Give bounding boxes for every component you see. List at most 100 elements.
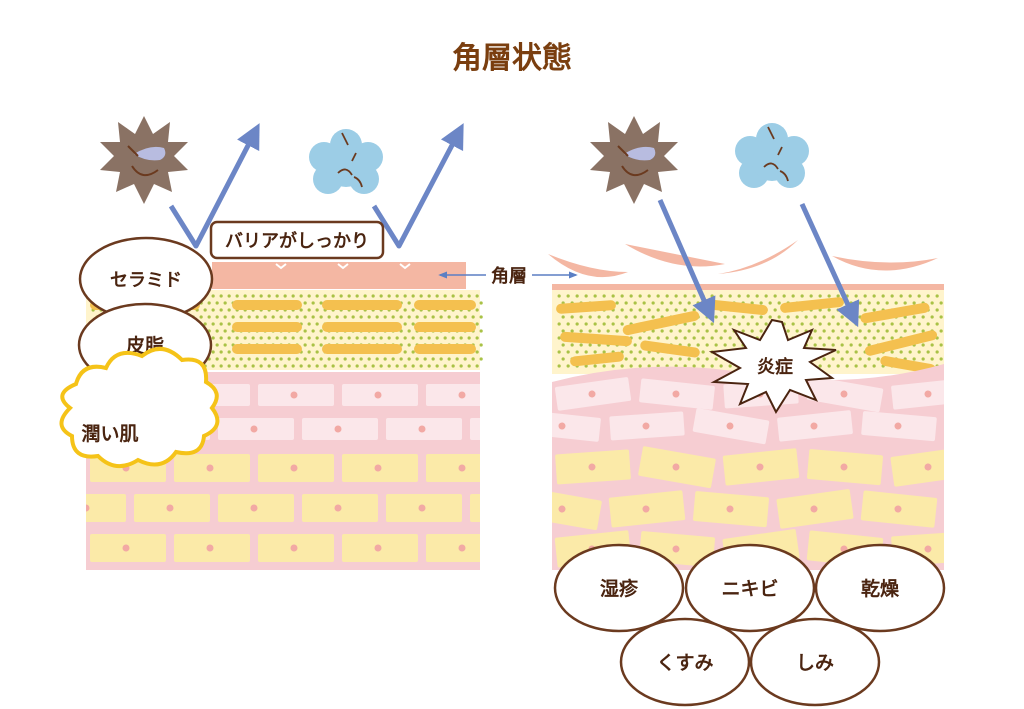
lipid-dot	[777, 315, 781, 319]
lipid-dot	[215, 301, 219, 305]
problem-oval-spots	[749, 617, 881, 707]
lipid-dot	[467, 336, 471, 340]
lipid-dot	[375, 357, 379, 361]
lipid-dot	[211, 336, 215, 340]
lipid-dot	[723, 315, 727, 319]
lipid-dot	[863, 364, 867, 368]
lipid-bar	[864, 330, 938, 356]
lipid-dot	[319, 301, 323, 305]
lipid-dot	[199, 315, 203, 319]
skin-cell	[776, 489, 854, 529]
lipid-dot	[606, 329, 610, 333]
lipid-dot	[620, 308, 624, 312]
lipid-dot	[291, 364, 295, 368]
germ-blue-right	[735, 123, 809, 188]
lipid-dot	[786, 315, 790, 319]
lipid-dot	[211, 322, 215, 326]
lipid-dot	[908, 294, 912, 298]
lipid-dot	[750, 329, 754, 333]
cell-nucleus	[122, 544, 130, 552]
lipid-dot	[836, 322, 840, 326]
lipid-dot	[822, 343, 826, 347]
lipid-dot	[299, 308, 303, 312]
lipid-dot	[822, 329, 826, 333]
lipid-dot	[263, 357, 267, 361]
lipid-dot	[930, 357, 934, 361]
lipid-dot	[831, 343, 835, 347]
lipid-dot	[692, 336, 696, 340]
lipid-dot	[215, 357, 219, 361]
lipid-dot	[858, 301, 862, 305]
lipid-dot	[283, 336, 287, 340]
lipid-dot	[479, 315, 483, 319]
lipid-dot	[267, 364, 271, 368]
lipid-dot	[872, 294, 876, 298]
lipid-dot	[714, 315, 718, 319]
lipid-dot	[557, 322, 561, 326]
lipid-dot	[615, 301, 619, 305]
lipid-dot	[419, 336, 423, 340]
lipid-dot	[584, 322, 588, 326]
lipid-dot	[371, 364, 375, 368]
lipid-dot	[415, 315, 419, 319]
lipid-dot	[243, 336, 247, 340]
lipid-dot	[219, 350, 223, 354]
lipid-dot	[287, 357, 291, 361]
lipid-dot	[471, 315, 475, 319]
lipid-dot	[451, 294, 455, 298]
lipid-dot	[629, 308, 633, 312]
skin-cell	[555, 449, 631, 485]
lipid-dot	[435, 294, 439, 298]
lipid-dot	[271, 315, 275, 319]
lipid-dot	[557, 364, 561, 368]
lipid-dot	[588, 343, 592, 347]
cell-nucleus	[334, 504, 342, 512]
cell-nucleus	[458, 391, 466, 399]
lipid-dot	[845, 364, 849, 368]
skin-cell	[891, 378, 944, 410]
lipid-dot	[642, 315, 646, 319]
lipid-dot	[813, 315, 817, 319]
lipid-dot	[705, 357, 709, 361]
lipid-dot	[259, 336, 263, 340]
lipid-dot	[211, 294, 215, 298]
lipid-dot	[678, 301, 682, 305]
lipid-dot	[467, 294, 471, 298]
lipid-dot	[593, 294, 597, 298]
lipid-dot	[227, 294, 231, 298]
lipid-dot	[701, 364, 705, 368]
lipid-dot	[602, 322, 606, 326]
lipid-dot	[307, 308, 311, 312]
lipid-dot	[307, 322, 311, 326]
lipid-dot	[890, 322, 894, 326]
lipid-dot	[243, 294, 247, 298]
lipid-dot	[275, 294, 279, 298]
lipid-dot	[759, 301, 763, 305]
lipid-dot	[447, 357, 451, 361]
lipid-dot	[651, 329, 655, 333]
lipid-dot	[219, 308, 223, 312]
lipid-dot	[399, 315, 403, 319]
lipid-dot	[351, 315, 355, 319]
lipid-dot	[271, 357, 275, 361]
lipid-dot	[479, 357, 483, 361]
lipid-dot	[435, 336, 439, 340]
lipid-dot	[307, 364, 311, 368]
lipid-dot	[921, 329, 925, 333]
lipid-dot	[295, 357, 299, 361]
lipid-dot	[367, 315, 371, 319]
lipid-dot	[674, 294, 678, 298]
lipid-dot	[355, 294, 359, 298]
lipid-dot	[867, 301, 871, 305]
lipid-dot	[665, 294, 669, 298]
lipid-dot	[311, 315, 315, 319]
lipid-dot	[773, 308, 777, 312]
lipid-dot	[840, 329, 844, 333]
lipid-dot	[881, 322, 885, 326]
lipid-dot	[890, 350, 894, 354]
lipid-dot	[840, 315, 844, 319]
lipid-dot	[746, 322, 750, 326]
lipid-dot	[768, 301, 772, 305]
skin-cell	[806, 376, 884, 413]
lipid-dot	[407, 329, 411, 333]
